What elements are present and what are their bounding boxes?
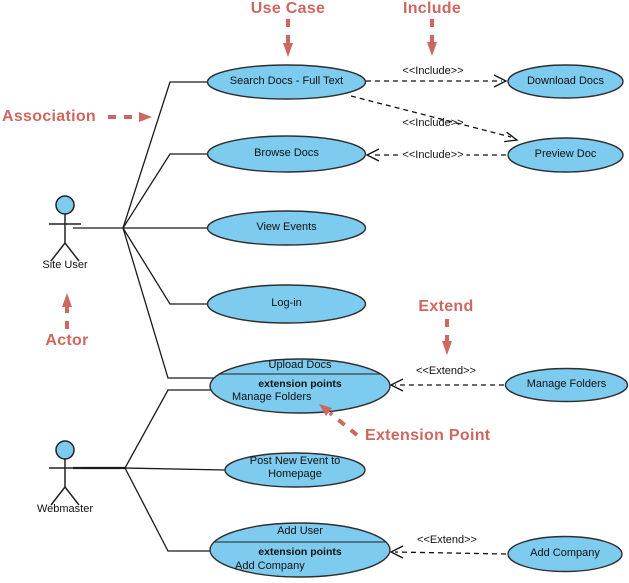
site-user-right-leg [64, 242, 80, 262]
association-webmaster-upload[interactable] [124, 389, 214, 469]
extend-stereotype-company-adduser: <<Extend>> [417, 534, 477, 546]
webmaster-right-leg [64, 486, 80, 506]
usecase-login[interactable] [206, 284, 367, 324]
include-stereotype-search-download: <<Include>> [402, 65, 464, 77]
usecase-add-company[interactable] [507, 535, 623, 573]
usecase-post-new-event-label-line2: Homepage [268, 468, 322, 480]
add-user-extension-points-header: extension points [258, 546, 342, 558]
association-webmaster-post-event[interactable] [124, 467, 226, 471]
usecase-preview-doc[interactable] [507, 137, 624, 173]
extend-callout-arrow [442, 319, 452, 355]
site-user-left-leg [50, 242, 66, 262]
extend-stereotype-manage-upload: <<Extend>> [416, 365, 476, 377]
webmaster-head [55, 440, 75, 460]
upload-docs-extension-points-header: extension points [258, 378, 342, 390]
include-search-download-arrowhead [493, 74, 508, 88]
association-webmaster-add-user[interactable] [124, 467, 210, 552]
include-callout-arrow [427, 19, 437, 56]
extend-manage-folders-upload-arrowhead [389, 378, 404, 392]
arrow-up-icon [62, 293, 72, 307]
usecase-download-docs[interactable] [507, 64, 624, 99]
actor-site-user-figure[interactable] [49, 195, 81, 262]
actor-site-user-name: Site User [42, 259, 88, 271]
actor-callout-arrow [62, 293, 72, 329]
callout-association: Association [2, 108, 96, 125]
actor-webmaster-figure[interactable] [49, 440, 81, 506]
usecase-add-company-label: Add Company [530, 547, 600, 559]
usecase-manage-folders[interactable] [504, 367, 629, 403]
usecase-preview-doc-label: Preview Doc [534, 148, 597, 160]
usecase-browse-docs-label: Browse Docs [254, 147, 319, 159]
actor-webmaster-name: Webmaster [36, 503, 94, 515]
include-search-preview-line[interactable] [350, 95, 512, 138]
callout-include: Include [402, 0, 462, 17]
usecase-post-new-event[interactable] [224, 452, 366, 488]
arrow-down-icon [427, 42, 437, 56]
association-callout-arrow [108, 112, 152, 122]
extend-add-company-add-user-line[interactable] [394, 551, 507, 555]
association-site-user-upload[interactable] [122, 227, 214, 379]
usecase-login-label: Log-in [271, 297, 302, 309]
usecase-upload-docs[interactable] [209, 358, 391, 414]
usecase-view-events[interactable] [206, 210, 367, 246]
arrow-down-icon [442, 341, 452, 355]
callout-use-case: Use Case [250, 0, 326, 17]
usecase-search-docs-label: Search Docs - Full Text [229, 75, 344, 87]
usecase-view-events-label: View Events [256, 221, 317, 233]
include-preview-browse-arrowhead [365, 148, 380, 162]
use-case-callout-arrow [283, 19, 293, 57]
site-user-head [55, 195, 75, 215]
upload-docs-extension-point-value: Manage Folders [232, 391, 312, 403]
include-stereotype-search-preview: <<Include>> [402, 117, 464, 129]
usecase-add-user[interactable] [209, 522, 391, 578]
usecase-browse-docs[interactable] [206, 135, 367, 173]
usecase-add-user-title: Add User [277, 525, 323, 537]
association-site-user-search[interactable] [122, 81, 207, 229]
usecase-post-new-event-label-line1: Post New Event to [249, 455, 341, 467]
callout-extension-point: Extension Point [365, 427, 491, 444]
usecase-manage-folders-label: Manage Folders [526, 378, 607, 390]
association-site-user-browse[interactable] [122, 153, 208, 229]
usecase-upload-docs-title: Upload Docs [268, 359, 332, 371]
extension-point-callout-arrow [319, 404, 359, 437]
add-user-extension-point-value: Add Company [235, 560, 305, 572]
arrow-down-icon [283, 43, 293, 57]
association-site-user-login[interactable] [122, 227, 208, 305]
extend-add-company-add-user-arrowhead [389, 545, 404, 559]
usecase-search-docs[interactable] [206, 64, 367, 100]
callout-extend: Extend [418, 298, 474, 315]
arrow-up-left-icon [319, 404, 332, 416]
webmaster-left-leg [50, 486, 66, 506]
include-stereotype-preview-browse: <<Include>> [399, 148, 467, 162]
include-search-preview-arrowhead [504, 131, 519, 143]
arrow-right-icon [139, 112, 152, 122]
callout-actor: Actor [45, 332, 89, 349]
usecase-download-docs-label: Download Docs [526, 75, 605, 87]
